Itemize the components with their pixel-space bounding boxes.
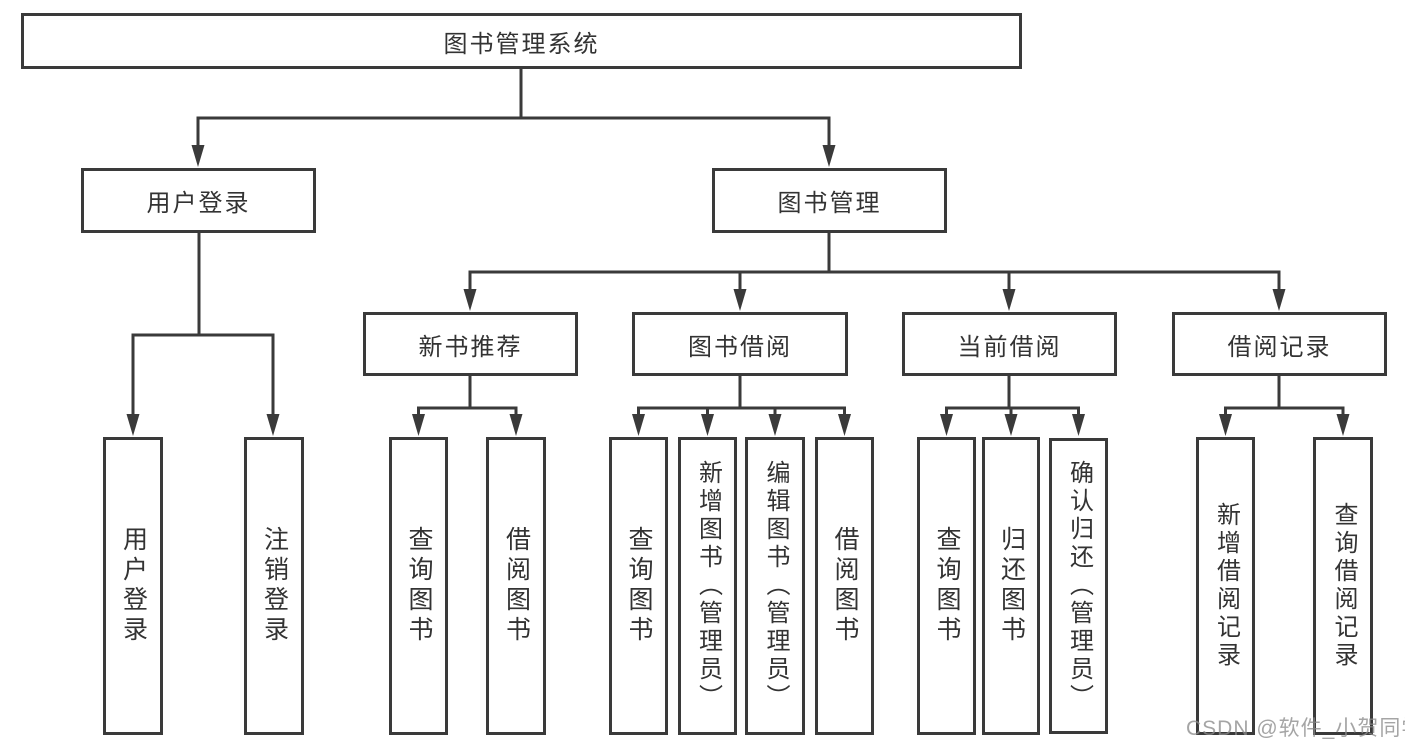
- connector-current-borrow-children: [940, 376, 1085, 436]
- node-book-management: 图书管理: [712, 168, 947, 233]
- node-book-borrowing: 图书借阅: [632, 312, 848, 376]
- node-nbr-borrow-books: 借阅图书: [486, 437, 546, 735]
- connector-root-to-level2: [191, 69, 836, 167]
- node-cb-confirm-return-admin: 确认归还（管理员）: [1049, 438, 1108, 734]
- node-leaf-user-login: 用户登录: [103, 437, 163, 735]
- node-leaf-logout: 注销登录: [244, 437, 304, 735]
- node-bb-borrow-books: 借阅图书: [815, 437, 874, 735]
- node-root-system: 图书管理系统: [21, 13, 1022, 69]
- node-nbr-query-books: 查询图书: [389, 437, 448, 735]
- node-bb-edit-books-admin: 编辑图书（管理员）: [745, 437, 805, 735]
- connector-book-borrow-children: [632, 376, 851, 436]
- node-br-query-record: 查询借阅记录: [1313, 437, 1373, 735]
- node-bb-query-books: 查询图书: [609, 437, 668, 735]
- node-bb-add-books-admin: 新增图书（管理员）: [678, 437, 737, 735]
- node-cb-query-books: 查询图书: [917, 437, 976, 735]
- connector-borrow-records-children: [1219, 376, 1350, 436]
- node-cb-return-books: 归还图书: [982, 437, 1040, 735]
- connector-user-login-children: [126, 233, 280, 436]
- node-current-borrowing: 当前借阅: [902, 312, 1117, 376]
- connector-book-mgmt-children: [463, 233, 1286, 311]
- node-br-add-record: 新增借阅记录: [1196, 437, 1255, 735]
- connector-new-book-rec-children: [412, 376, 523, 436]
- node-borrowing-records: 借阅记录: [1172, 312, 1387, 376]
- csdn-watermark: CSDN @软件_小贺同学: [1186, 717, 1405, 740]
- node-new-book-recommendation: 新书推荐: [363, 312, 578, 376]
- node-user-login: 用户登录: [81, 168, 316, 233]
